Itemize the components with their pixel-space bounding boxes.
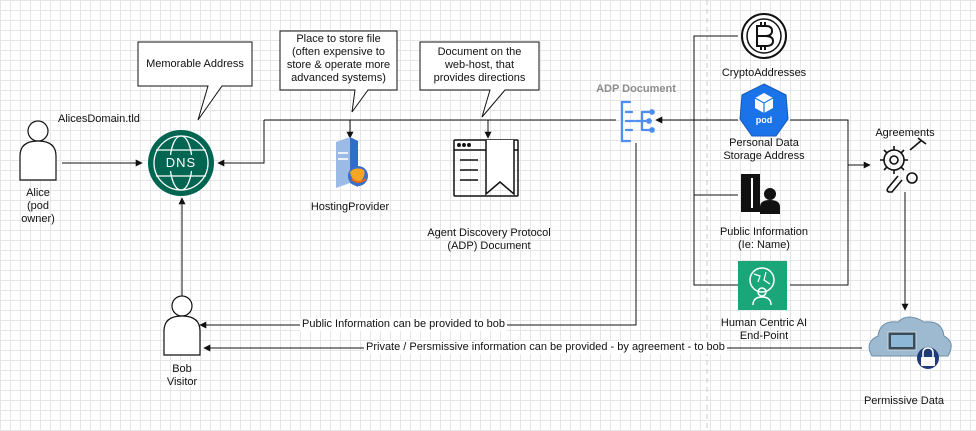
callout-document-on-webhost-text: Document on the web-host, that provides … [421, 46, 538, 85]
bob-label-line: Bob [172, 363, 192, 375]
edge-items-bracket [693, 35, 738, 286]
pod-label-line: Personal Data [729, 137, 799, 149]
callout-memorable-address-text: Memorable Address [146, 58, 244, 70]
dns-label: DNS [165, 155, 197, 170]
public-info-icon [741, 174, 780, 214]
callout-line: provides directions [433, 72, 526, 84]
pod-icon-label: pod [755, 115, 773, 125]
adp-doc-label-line: (ADP) Document [447, 240, 531, 252]
hosting-provider-label: HostingProvider [310, 201, 390, 213]
public-info-label-line: Public Information [719, 226, 809, 238]
adp-dataflow-icon [620, 100, 655, 143]
alice-person-icon [19, 120, 57, 181]
alice-label-line: Alice [26, 187, 50, 199]
hosting-server-icon [336, 137, 368, 188]
alice-domain-label: AlicesDomain.tld [58, 113, 140, 125]
agreements-label: Agreements [875, 127, 935, 139]
edge-agreements-bracket [790, 119, 849, 286]
callout-line: advanced systems) [291, 72, 386, 84]
human-ai-label-line: End-Point [739, 330, 789, 342]
permissive-data-cloud-icon [868, 316, 952, 357]
public-info-label-line: (Ie: Name) [738, 239, 790, 251]
callout-line: web-host, that [444, 59, 515, 71]
human-ai-label: Human Centric AI End-Point [706, 317, 822, 343]
adp-doc-label-line: Agent Discovery Protocol [427, 227, 551, 239]
human-ai-icon [738, 261, 787, 310]
alice-label: Alice (pod owner) [13, 187, 63, 226]
edge-private-to-bob-label: Private / Persmissive information can be… [364, 341, 727, 354]
callout-line: store & operate more [286, 59, 391, 71]
dns-globe-icon [148, 130, 214, 196]
callout-line: Document on the [437, 46, 522, 58]
pod-label: Personal Data Storage Address [706, 137, 822, 163]
callout-line: Place to store file [296, 33, 381, 45]
lock-icon [917, 347, 939, 369]
callout-line: (often expensive to [292, 46, 385, 58]
crypto-coin-icon [741, 13, 787, 59]
crypto-label: CryptoAddresses [721, 67, 807, 79]
adp-document-icon-label: ADP Document [596, 83, 676, 95]
alice-label-line: owner) [21, 213, 55, 225]
pod-hexagon-icon [739, 83, 789, 137]
adp-document-icon [453, 139, 519, 197]
callout-place-to-store-text: Place to store file (often expensive to … [281, 33, 396, 85]
human-ai-label-line: Human Centric AI [720, 317, 808, 329]
permissive-data-label: Permissive Data [863, 395, 945, 407]
bob-label-line: Visitor [166, 376, 198, 388]
pod-label-line: Storage Address [723, 150, 805, 162]
callout-memorable-address [137, 41, 253, 121]
edge-public-to-bob-label: Public Information can be provided to bo… [300, 318, 508, 331]
callout-place-to-store [279, 30, 398, 113]
bob-person-icon [163, 295, 201, 356]
bob-label: Bob Visitor [154, 363, 210, 389]
callout-document-on-webhost [419, 41, 540, 118]
alice-label-line: (pod [26, 200, 50, 212]
edge-adp-dns [217, 120, 265, 167]
public-info-label: Public Information (Ie: Name) [706, 226, 822, 252]
adp-doc-label: Agent Discovery Protocol (ADP) Document [416, 227, 562, 253]
agreements-gears-icon [880, 137, 927, 193]
